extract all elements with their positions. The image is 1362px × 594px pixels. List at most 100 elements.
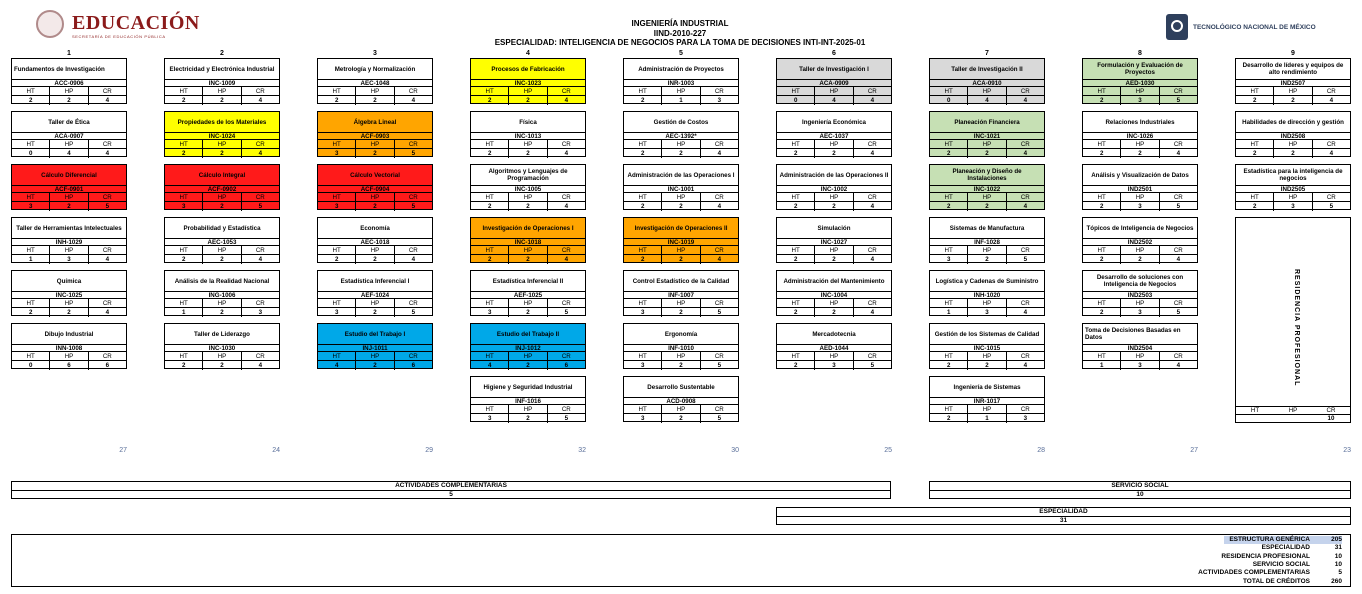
ht-label: HT [777,246,816,255]
especialidad-box: ESPECIALIDAD 31 [776,507,1351,525]
ht-label: HT [12,140,51,149]
servicio-label: SERVICIO SOCIAL [930,482,1350,491]
hp-label: HP [815,140,854,149]
course-name: Cálculo Integral [198,171,246,179]
cr-label: CR [1020,194,1030,201]
cr-value: 4 [105,256,110,263]
ht-value: 2 [930,149,969,158]
cr-label: CR [867,141,877,148]
hp-label: HP [968,193,1007,202]
course-name: Estadística Inferencial II [492,277,564,285]
ht-value: 2 [318,96,357,105]
semester-credits: 24 [272,447,280,454]
cr-label: CR [102,300,112,307]
cr-label: CR [1326,141,1336,148]
hp-label: HP [50,352,89,361]
cr-label: CR [102,353,112,360]
hp-label: HP [1121,140,1160,149]
residencia-credits: 10 [1327,415,1335,422]
cr-label: CR [1020,353,1030,360]
course-name: Ingeniería de Sistemas [953,383,1021,391]
course-code: INC-1005 [471,185,585,193]
hp-label: HP [509,87,548,96]
ht-label: HT [930,246,969,255]
cr-value: 5 [1176,97,1181,104]
course-name: Estudio del Trabajo I [344,330,406,338]
course-code: AED-1030 [1083,79,1197,87]
course-name: Análisis de la Realidad Nacional [174,277,270,285]
semester-number: 8 [1138,50,1142,57]
course-code: IND2508 [1236,132,1350,140]
ht-value: 2 [777,255,816,264]
ht-label: HT [471,140,510,149]
ht-label: HT [471,193,510,202]
hp-label: HP [50,299,89,308]
hp-label: HP [815,352,854,361]
ht-label: HT [471,352,510,361]
ht-label: HT [1083,352,1122,361]
especialidad-value: 31 [1059,517,1068,524]
semester-credits: 30 [731,447,739,454]
ht-value: 1 [1083,361,1122,370]
actividades-value: 5 [449,491,453,498]
hp-value: 2 [509,96,548,105]
course-name: Planeación Financiera [954,118,1020,126]
semester-number: 1 [67,50,71,57]
ht-value: 2 [1236,149,1275,158]
course-code: ING-1006 [165,291,279,299]
cr-label: CR [561,406,571,413]
title-block: INGENIERÍA INDUSTRIAL IIND-2010-227 ESPE… [430,19,930,48]
cr-label: CR [102,141,112,148]
actividades-complementarias: ACTIVIDADES COMPLEMENTARIAS 5 [11,481,891,499]
hp-label: HP [509,352,548,361]
ht-label: HT [624,87,663,96]
ht-label: HT [12,352,51,361]
hp-label: HP [815,299,854,308]
course-name: Taller de Ética [48,118,90,126]
hp-label: HP [815,87,854,96]
cr-value: 5 [1329,203,1334,210]
ht-value: 1 [930,308,969,317]
hp-value: 2 [815,149,854,158]
cr-label: CR [1173,353,1183,360]
course-name: Electricidad y Electrónica Industrial [169,65,275,73]
cr-value: 4 [1176,150,1181,157]
semester-number: 3 [373,50,377,57]
hp-label: HP [968,246,1007,255]
residencia-value-row: 10 [1236,414,1350,423]
course-code: INC-1024 [165,132,279,140]
hp-label: HP [50,246,89,255]
residencia-header-row: HT HP CR [1236,406,1350,415]
cr-label: CR [561,353,571,360]
cr-value: 5 [105,203,110,210]
course-name: Toma de Decisiones Basadas en Datos [1085,327,1181,341]
semester-credits: 25 [884,447,892,454]
ht-value: 2 [624,149,663,158]
hp-value: 3 [1121,361,1160,370]
cr-value: 5 [411,309,416,316]
hp-value: 2 [968,149,1007,158]
